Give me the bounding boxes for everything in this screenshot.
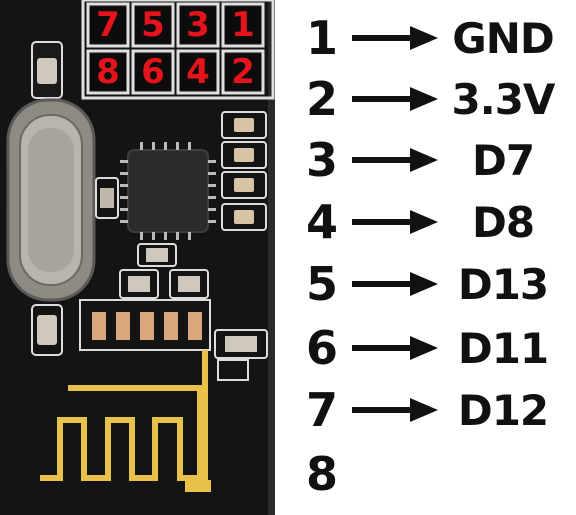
header-pin-6: 6 <box>135 54 171 90</box>
pinout-row: 1 GND <box>290 8 576 68</box>
pin-signal: D8 <box>438 192 568 252</box>
pin-signal: GND <box>438 8 568 68</box>
pin-number: 8 <box>302 444 342 504</box>
pinout-row: 3 D7 <box>290 130 576 190</box>
pinout-row: 6 D11 <box>290 318 576 378</box>
right-arrow-icon <box>352 148 438 172</box>
pinout-row: 8 <box>290 444 576 504</box>
right-arrow-icon <box>352 87 438 111</box>
pin-number: 7 <box>302 380 342 440</box>
right-arrow-icon <box>352 272 438 296</box>
pin-signal <box>438 444 568 504</box>
pin-signal: D13 <box>438 254 568 314</box>
pinout-row: 5 D13 <box>290 254 576 314</box>
header-pin-2: 2 <box>225 54 261 90</box>
pin-number: 2 <box>302 69 342 129</box>
header-pin-8: 8 <box>90 54 126 90</box>
pin-signal: D12 <box>438 380 568 440</box>
pinout-row: 2 3.3V <box>290 69 576 129</box>
pin-number: 3 <box>302 130 342 190</box>
right-arrow-icon <box>352 398 438 422</box>
pin-signal: D7 <box>438 130 568 190</box>
pin-signal: D11 <box>438 318 568 378</box>
header-pin-1: 1 <box>225 7 261 43</box>
pin-number: 5 <box>302 254 342 314</box>
header-pin-5: 5 <box>135 7 171 43</box>
nrf24l01-module-photo: 7 5 3 1 8 6 4 2 <box>0 0 275 515</box>
pinout-row: 7 D12 <box>290 380 576 440</box>
header-pin-3: 3 <box>180 7 216 43</box>
pin-number: 4 <box>302 192 342 252</box>
nrf-chip <box>128 150 208 232</box>
right-arrow-icon <box>352 336 438 360</box>
pin-number: 1 <box>302 8 342 68</box>
pinout-row: 4 D8 <box>290 192 576 252</box>
pin-signal: 3.3V <box>438 69 568 129</box>
pinout-legend: 1 GND 2 3.3V 3 D7 4 D8 5 D13 6 D11 7 D12… <box>290 0 576 515</box>
right-arrow-icon <box>352 26 438 50</box>
right-arrow-icon <box>352 210 438 234</box>
header-pin-7: 7 <box>90 7 126 43</box>
header-pin-4: 4 <box>180 54 216 90</box>
pin-number: 6 <box>302 318 342 378</box>
